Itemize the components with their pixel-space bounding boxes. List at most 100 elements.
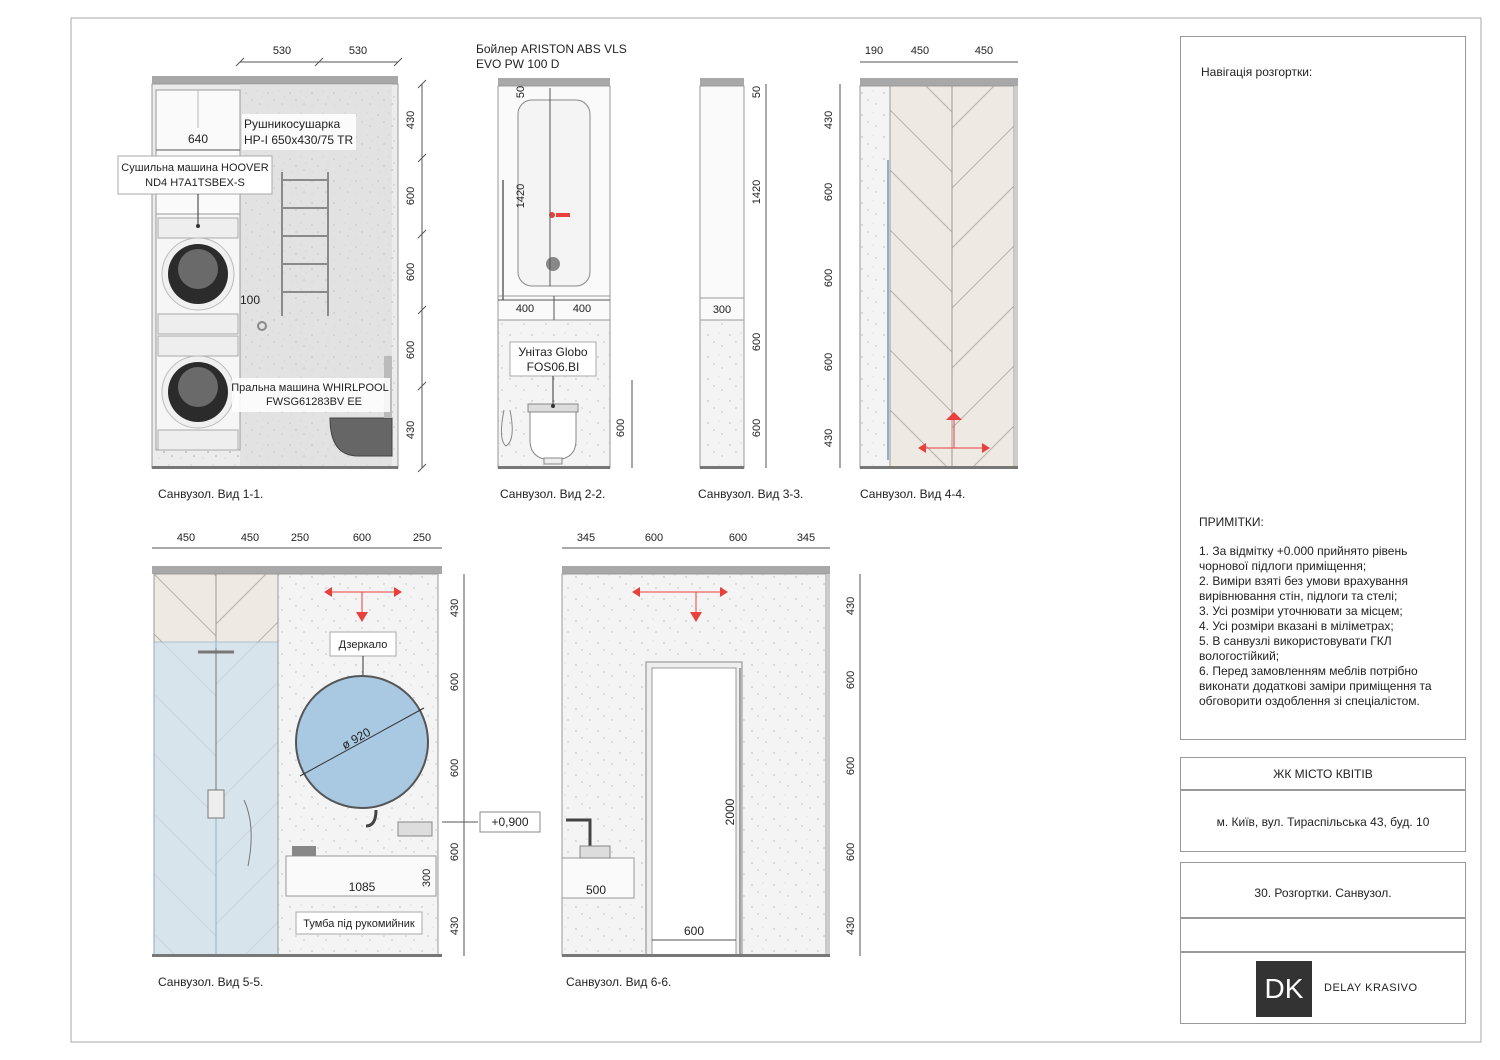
v11-dim-top-2: 530	[349, 45, 367, 57]
v55-dim-top-5: 250	[413, 532, 431, 544]
sheet-title: 30. Розгортки. Санвузол.	[1180, 862, 1466, 918]
brand-name: DELAY KRASIVO	[1324, 982, 1418, 994]
view-1-1: 530 530 430 600 600 600 430 640 100 Рушн…	[117, 45, 427, 501]
washer-label-1: Пральна машина WHIRLPOOL	[231, 382, 388, 394]
v22-dim-400-2: 400	[573, 303, 591, 315]
shower	[198, 648, 252, 867]
door-width: 600	[684, 924, 704, 938]
v22-dim-400-1: 400	[516, 303, 534, 315]
v55-dim-top-4: 600	[353, 532, 371, 544]
v44-dim-left-5: 430	[823, 429, 835, 447]
v55-dim-right-5: 430	[449, 917, 461, 935]
v55-dim-right-1: 430	[449, 599, 461, 617]
level-mark: +0,900	[491, 815, 528, 829]
brand-block: DK DELAY KRASIVO	[1180, 952, 1466, 1024]
v55-dim-top-2: 450	[241, 532, 259, 544]
view-2-2-caption: Санвузол. Вид 2-2.	[500, 487, 605, 501]
v55-direction-marker	[324, 587, 402, 622]
toilet	[527, 403, 579, 465]
v22-dim-1420: 1420	[515, 184, 527, 208]
v44-dim-left-3: 600	[823, 269, 835, 287]
v11-dim-right-4: 600	[405, 341, 417, 359]
toilet-label-2: FOS06.BI	[527, 360, 580, 374]
sink-width: 500	[586, 883, 606, 897]
view-5-5-caption: Санвузол. Вид 5-5.	[158, 975, 263, 989]
towel-rail	[257, 172, 329, 331]
v66-dim-top-4: 345	[797, 532, 815, 544]
washer	[157, 335, 239, 451]
view-3-3: 300 50 1420 600 600 Санвузол. Вид 3-3.	[698, 78, 803, 501]
v33-dim-300: 300	[713, 304, 731, 316]
view-4-4: 190 450 450 430 600 600 600 430 Санвузол…	[823, 45, 1018, 501]
door	[651, 667, 737, 957]
v11-dim-right-1: 430	[405, 111, 417, 129]
v11-dim-top-1: 530	[273, 45, 291, 57]
note-item: 2. Виміри взяті без умови врахування вир…	[1199, 574, 1408, 603]
v11-dim-right-3: 600	[405, 263, 417, 281]
v33-dim-1420: 1420	[751, 180, 763, 204]
v55-dim-right-2: 600	[449, 673, 461, 691]
v66-dim-top-3: 600	[729, 532, 747, 544]
title-block-blank-row	[1180, 918, 1466, 952]
v11-dim-640: 640	[188, 132, 208, 146]
dryer-label-2: ND4 H7A1TSBEX-S	[145, 177, 245, 189]
v66-dim-top-2: 600	[645, 532, 663, 544]
mirror-label: Дзеркало	[339, 639, 388, 651]
vanity-label: Тумба під рукомийник	[303, 918, 415, 930]
view-6-6: 2000 600 500 345 600 600 345 430 600 600…	[561, 532, 861, 989]
boiler-label-2: EVO PW 100 D	[476, 57, 560, 71]
navigation-notes-panel: Навігація розгортки: ПРИМІТКИ: 1. За від…	[1180, 36, 1466, 740]
v11-dim-100: 100	[240, 293, 260, 307]
v55-dim-top-1: 450	[177, 532, 195, 544]
v33-dim-600-2: 600	[751, 419, 763, 437]
v66-dim-right-5: 430	[845, 917, 857, 935]
v22-dim-50: 50	[515, 86, 527, 98]
view-3-3-caption: Санвузол. Вид 3-3.	[698, 487, 803, 501]
vanity-width: 1085	[349, 880, 376, 894]
towel-rail-label-1: Рушникосушарка	[244, 117, 341, 131]
v55-dim-top-3: 250	[291, 532, 309, 544]
view-4-4-caption: Санвузол. Вид 4-4.	[860, 487, 965, 501]
dryer	[157, 217, 239, 335]
project-address: м. Київ, вул. Тираспільська 43, буд. 10	[1180, 790, 1466, 852]
v33-dim-600-1: 600	[751, 333, 763, 351]
boiler	[517, 99, 591, 287]
washer-label-2: FWSG61283BV EE	[266, 396, 362, 408]
v11-dim-right-5: 430	[405, 421, 417, 439]
v33-dim-50: 50	[751, 86, 763, 98]
view-1-1-caption: Санвузол. Вид 1-1.	[158, 487, 263, 501]
toilet-label-1: Унітаз Globo	[518, 345, 587, 359]
note-item: 5. В санвузлі використовувати ГКЛ волого…	[1199, 634, 1392, 663]
door-height: 2000	[723, 798, 737, 825]
note-item: 4. Усі розміри вказані в міліметрах;	[1199, 619, 1394, 633]
v66-dim-right-3: 600	[845, 757, 857, 775]
vanity-height: 300	[421, 869, 433, 887]
v44-direction-marker	[918, 412, 990, 453]
v11-dim-right-2: 600	[405, 187, 417, 205]
navigation-title: Навігація розгортки:	[1201, 65, 1313, 79]
boiler-label-1: Бойлер ARISTON ABS VLS	[476, 42, 627, 56]
v44-dim-top-2: 450	[911, 45, 929, 57]
v44-dim-left-2: 600	[823, 183, 835, 201]
sink-vanity	[561, 857, 635, 899]
view-5-5: Дзеркало ø 920 1085 300 Тумба під рукоми…	[152, 532, 541, 989]
v66-direction-marker	[632, 587, 728, 622]
v44-dim-left-4: 600	[823, 353, 835, 371]
v55-dim-right-3: 600	[449, 759, 461, 777]
v22-dim-600: 600	[615, 419, 627, 437]
view-6-6-caption: Санвузол. Вид 6-6.	[566, 975, 671, 989]
v44-dim-top-1: 190	[865, 45, 883, 57]
v66-dim-right-2: 600	[845, 671, 857, 689]
note-item: 3. Усі розміри уточнювати за місцем;	[1199, 604, 1403, 618]
note-item: 1. За відмітку +0.000 прийнято рівень чо…	[1199, 544, 1408, 573]
notes-list: 1. За відмітку +0.000 прийнято рівень чо…	[1199, 544, 1459, 709]
v66-dim-right-1: 430	[845, 597, 857, 615]
dryer-label-1: Сушильна машина HOOVER	[121, 162, 268, 174]
notes-title: ПРИМІТКИ:	[1199, 515, 1264, 529]
v66-dim-right-4: 600	[845, 843, 857, 861]
v44-dim-top-3: 450	[975, 45, 993, 57]
v66-dim-top-1: 345	[577, 532, 595, 544]
note-item: 6. Перед замовленням меблів потрібно вик…	[1199, 664, 1432, 708]
sheet-border	[70, 17, 1482, 1043]
v55-dim-right-4: 600	[449, 843, 461, 861]
